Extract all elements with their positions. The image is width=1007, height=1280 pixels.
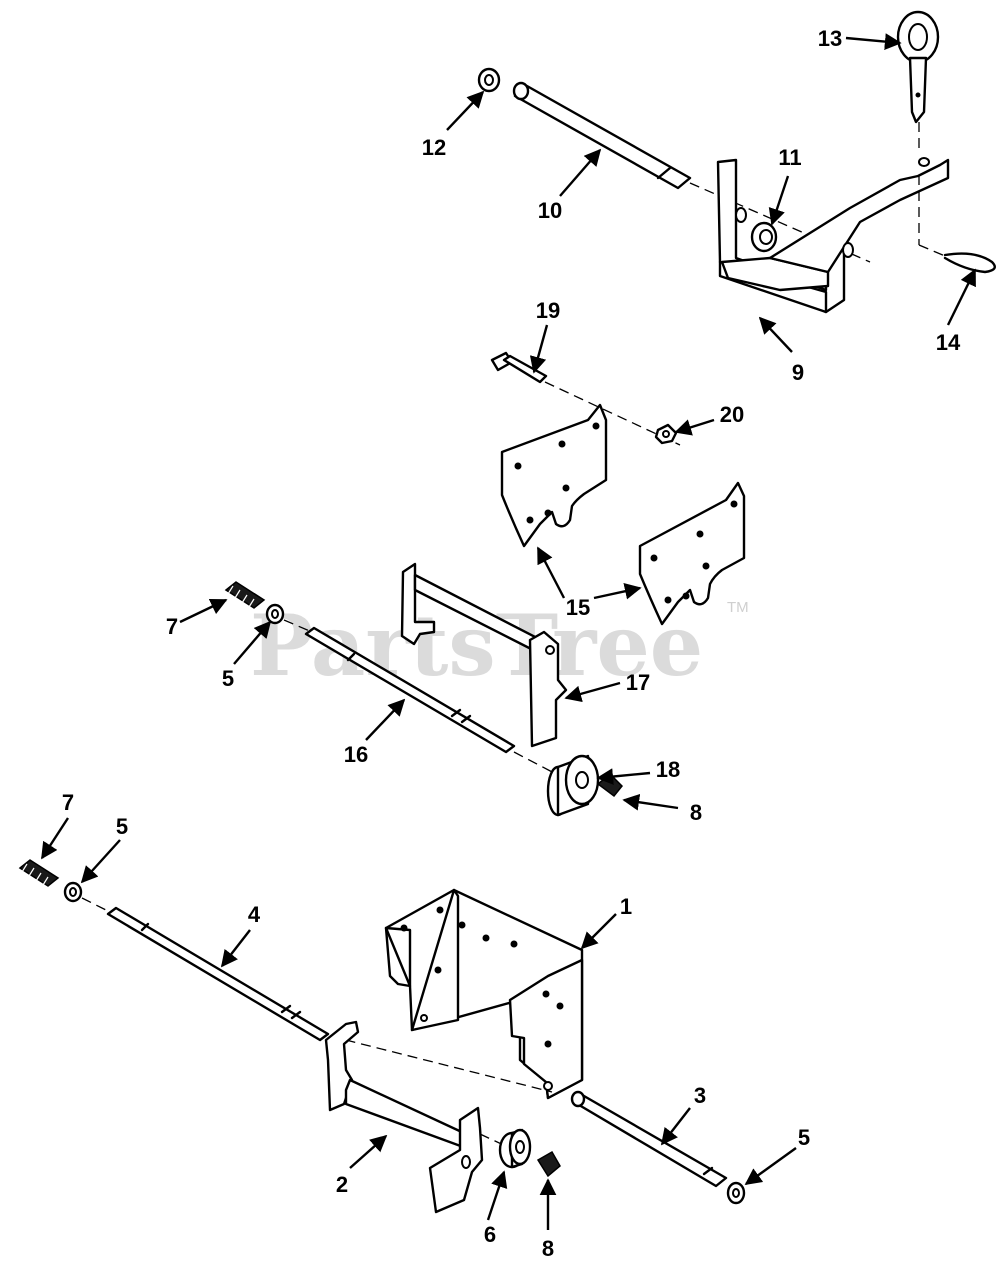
callout-4: 4	[248, 902, 261, 927]
callout-12: 12	[422, 135, 446, 160]
callout-7-lower: 7	[62, 790, 74, 815]
part-5-washer-lower-left	[63, 881, 83, 903]
part-5-washer-lower-right	[726, 1181, 746, 1205]
axis-19-20	[544, 381, 681, 446]
callout-numbers: 12 10 13 11 14 9 19 20 15 7 5 17 16 18 8…	[62, 26, 961, 1261]
axis-16	[283, 619, 313, 633]
axis-4	[81, 897, 111, 913]
part-1-bracket	[384, 888, 584, 1100]
part-8-cap-lower	[536, 1150, 561, 1178]
part-12-snap-ring	[477, 67, 501, 93]
callout-10: 10	[538, 198, 562, 223]
part-15-plate-lower	[638, 481, 746, 626]
callout-8-upper: 8	[690, 800, 702, 825]
part-7-spring-lower	[18, 859, 60, 887]
part-9-hitch-bracket	[716, 157, 950, 314]
callout-13: 13	[818, 26, 842, 51]
part-3-rod	[570, 1090, 728, 1188]
callout-7-upper: 7	[166, 614, 178, 639]
callout-16: 16	[344, 742, 368, 767]
callout-17: 17	[626, 670, 650, 695]
callout-14: 14	[936, 330, 961, 355]
part-7-spring-upper	[224, 581, 266, 609]
part-16-shaft	[304, 626, 516, 754]
part-11-bushing	[750, 221, 778, 253]
callout-15: 15	[566, 595, 590, 620]
callout-1: 1	[620, 894, 632, 919]
part-13-lynch-pin	[896, 10, 940, 124]
part-2-lift-arm	[324, 1020, 484, 1214]
leader-lines	[40, 33, 977, 1230]
part-10-pivot-rod	[512, 81, 692, 190]
axis-1	[329, 1035, 553, 1093]
part-6-spacer	[498, 1128, 532, 1169]
part-19-bolt	[490, 351, 548, 384]
callout-18: 18	[656, 757, 680, 782]
watermark-trademark: TM	[727, 599, 749, 616]
callout-5-lower-right: 5	[798, 1125, 810, 1150]
part-5-washer-upper	[265, 603, 285, 625]
axis-16-18	[513, 751, 557, 775]
callout-11: 11	[778, 145, 801, 170]
callout-5-upper: 5	[222, 666, 234, 691]
callout-8-lower: 8	[542, 1236, 554, 1261]
part-4-shaft	[106, 906, 330, 1042]
callout-9: 9	[792, 360, 804, 385]
part-15-plate-upper	[500, 403, 608, 548]
callout-20: 20	[720, 402, 744, 427]
callout-19: 19	[536, 298, 560, 323]
part-20-nut	[654, 423, 678, 445]
part-14-hair-pin	[918, 244, 996, 274]
axis-2	[479, 1133, 511, 1149]
callout-5-lower-left: 5	[116, 814, 128, 839]
part-17-lift-link	[400, 562, 568, 748]
callout-2: 2	[336, 1172, 348, 1197]
callout-3: 3	[694, 1083, 706, 1108]
part-18-wheel	[546, 754, 600, 817]
callout-6: 6	[484, 1222, 496, 1247]
